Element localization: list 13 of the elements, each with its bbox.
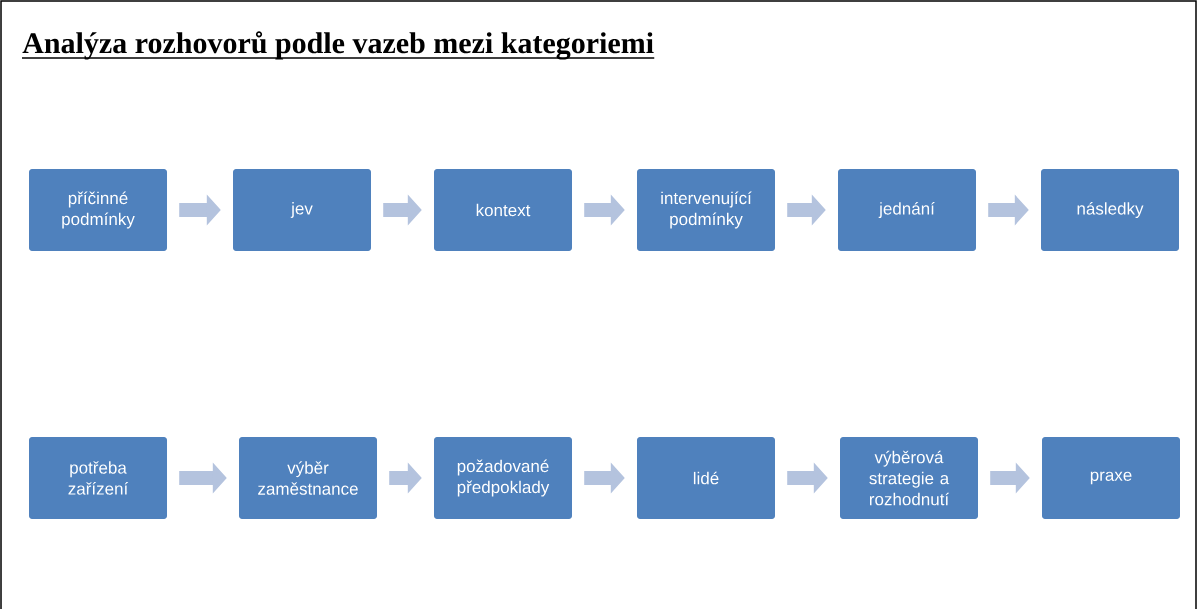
process-box: kontext [434, 169, 572, 251]
process-box: požadované předpoklady [434, 437, 572, 519]
process-box: jev [233, 169, 371, 251]
process-box: výběr zaměstnance [239, 437, 377, 519]
process-box: potřeba zařízení [29, 437, 167, 519]
process-box: následky [1041, 169, 1179, 251]
process-box: intervenující podmínky [637, 169, 775, 251]
process-box: jednání [838, 169, 976, 251]
process-box: praxe [1042, 437, 1180, 519]
title: Analýza rozhovorů podle vazeb mezi kategoriemi [21, 31, 656, 60]
process-box: příčinné podmínky [29, 169, 167, 251]
process-box: lidé [637, 437, 775, 519]
process-box: výběrová strategie a rozhodnutí [840, 437, 978, 519]
